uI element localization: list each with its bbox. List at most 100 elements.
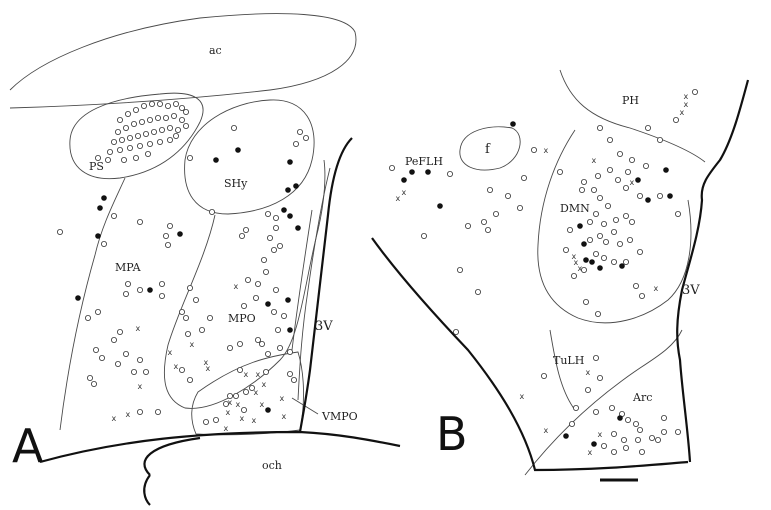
open-circle-marker [95, 308, 102, 315]
open-circle-marker [657, 136, 664, 143]
open-circle-marker [521, 174, 528, 181]
cross-marker: x [684, 100, 689, 109]
open-circle-marker [264, 350, 271, 357]
cross-marker: x [204, 358, 209, 367]
open-circle-marker [174, 127, 181, 134]
open-circle-marker [136, 408, 143, 415]
open-circle-marker [254, 336, 261, 343]
open-circle-marker [238, 232, 245, 239]
cross-marker: x [282, 412, 287, 421]
third-ventricle-wall-a [298, 137, 353, 433]
open-circle-marker [571, 272, 578, 279]
label-och: och [262, 459, 282, 472]
filled-circle-marker [645, 197, 651, 203]
open-circle-marker [186, 154, 193, 161]
panel-letter-a: A [12, 419, 44, 473]
open-circle-marker [613, 216, 620, 223]
filled-circle-marker [581, 241, 587, 247]
open-circle-marker [617, 150, 624, 157]
open-circle-marker [166, 136, 173, 143]
open-circle-marker [186, 284, 193, 291]
cross-marker: x [236, 400, 241, 409]
cross-marker: x [190, 340, 195, 349]
cross-marker: x [234, 282, 239, 291]
open-circle-marker [605, 202, 612, 209]
open-circle-marker [158, 280, 165, 287]
open-circle-marker [597, 125, 604, 132]
cross-marker: x [396, 194, 401, 203]
open-circle-marker [117, 117, 124, 124]
open-circle-marker [661, 414, 668, 421]
open-circle-marker [464, 222, 471, 229]
label-dmn: DMN [560, 202, 590, 215]
open-circle-marker [593, 354, 600, 361]
open-circle-marker [621, 436, 628, 443]
open-circle-marker [292, 140, 299, 147]
open-circle-marker [192, 296, 199, 303]
cross-marker: x [168, 348, 173, 357]
open-circle-marker [158, 127, 165, 134]
cross-marker: x [254, 388, 259, 397]
open-circle-marker [587, 218, 594, 225]
open-circle-marker [178, 117, 185, 124]
open-circle-marker [123, 350, 130, 357]
tulh-outline [549, 329, 576, 411]
open-circle-marker [585, 386, 592, 393]
open-circle-marker [111, 212, 118, 219]
open-circle-marker [186, 376, 193, 383]
open-circle-marker [601, 254, 608, 261]
open-circle-marker [286, 370, 293, 377]
cross-marker: x [262, 380, 267, 389]
open-circle-marker [276, 242, 283, 249]
open-circle-marker [236, 366, 243, 373]
open-circle-marker [236, 340, 243, 347]
open-circle-marker [627, 236, 634, 243]
label-ph: PH [622, 94, 639, 107]
open-circle-marker [655, 436, 662, 443]
open-circle-marker [258, 340, 265, 347]
cross-marker: x [228, 398, 233, 407]
open-circle-marker [136, 218, 143, 225]
open-circle-marker [182, 123, 189, 130]
filled-circle-marker [563, 433, 569, 439]
open-circle-marker [154, 408, 161, 415]
open-circle-marker [595, 172, 602, 179]
filled-circle-marker [577, 223, 583, 229]
open-circle-marker [264, 210, 271, 217]
cross-marker: x [256, 370, 261, 379]
open-circle-marker [625, 416, 632, 423]
filled-circle-marker [235, 147, 241, 153]
filled-circle-marker [287, 159, 293, 165]
open-circle-marker [692, 89, 699, 96]
filled-circle-marker [401, 177, 407, 183]
panel-b: PH f PeFLH DMN 3V TuLH Arc B xxxxxxxxxxx… [371, 69, 750, 482]
open-circle-marker [452, 328, 459, 335]
open-circle-marker [492, 210, 499, 217]
open-circle-marker [274, 326, 281, 333]
arc-outline [524, 329, 683, 476]
filled-circle-marker [97, 205, 103, 211]
open-circle-marker [136, 356, 143, 363]
open-circle-marker [136, 286, 143, 293]
open-circle-marker [609, 404, 616, 411]
panel-a: ac PS SHy MPA MPO 3V VMPO och A xxxxxxxx… [9, 13, 401, 506]
cross-marker: x [588, 448, 593, 457]
open-circle-marker [581, 178, 588, 185]
cross-marker: x [520, 392, 525, 401]
open-circle-marker [474, 288, 481, 295]
cross-marker: x [226, 408, 231, 417]
cross-marker: x [112, 414, 117, 423]
open-circle-marker [573, 404, 580, 411]
open-circle-marker [581, 266, 588, 273]
open-circle-marker [232, 392, 239, 399]
open-circle-marker [111, 138, 118, 145]
open-circle-marker [230, 125, 237, 132]
open-circle-marker [202, 418, 209, 425]
open-circle-marker [673, 117, 680, 124]
open-circle-marker [637, 426, 644, 433]
open-circle-marker [115, 128, 122, 135]
open-circle-marker [557, 168, 564, 175]
filled-circle-marker [101, 195, 107, 201]
open-circle-marker [623, 184, 630, 191]
cross-marker: x [244, 370, 249, 379]
